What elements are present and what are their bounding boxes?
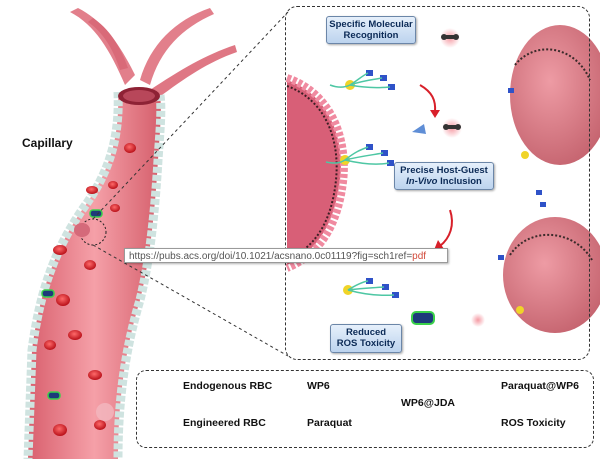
cell-membrane (285, 74, 348, 272)
arrow-recognition (419, 84, 437, 113)
engineered-rbc-right (503, 25, 600, 333)
url-tooltip[interactable]: https://pubs.acs.org/doi/10.1021/acsnano… (124, 248, 448, 263)
reduced-ros-box: Reduced ROS Toxicity (330, 324, 402, 353)
capillary-label: Capillary (22, 136, 73, 150)
legend-engineered-rbc: Engineered RBC (183, 417, 266, 429)
specific-recognition-box: Specific Molecular Recognition (326, 16, 416, 44)
host-guest-box: Precise Host-Guest In-Vivo Inclusion (394, 162, 494, 190)
in-vivo-italic: In-Vivo (406, 176, 438, 187)
legend-paraquat-wp6: Paraquat@WP6 (501, 380, 579, 392)
jda-tails (325, 72, 395, 297)
legend-wp6-jda: WP6@JDA (401, 397, 455, 409)
host-guest-line1: Precise Host-Guest (400, 165, 488, 176)
specific-recognition-line2: Recognition (343, 30, 399, 41)
specific-recognition-line1: Specific Molecular (329, 19, 413, 30)
wp6-blocks (366, 70, 546, 298)
legend-ros-toxicity: ROS Toxicity (501, 417, 566, 429)
reduced-ros-line1: Reduced (345, 327, 387, 338)
url-suffix: pdf (412, 251, 427, 262)
paraquat-molecules (411, 28, 485, 327)
legend-box: Endogenous RBC Engineered RBC WP6 Paraqu… (136, 370, 594, 448)
host-guest-line2: In-Vivo Inclusion (395, 176, 493, 187)
url-text: https://pubs.acs.org/doi/10.1021/acsnano… (129, 251, 413, 262)
zoom-line-top (92, 11, 289, 220)
legend-endogenous-rbc: Endogenous RBC (183, 380, 273, 392)
legend-paraquat: Paraquat (307, 417, 352, 429)
legend-wp6: WP6 (307, 380, 330, 392)
arrow-inclusion (439, 209, 453, 247)
inclusion-text: Inclusion (437, 176, 482, 187)
zoom-panel (285, 6, 590, 360)
reduced-ros-line2: ROS Toxicity (336, 338, 396, 349)
zoom-line-bottom (92, 244, 289, 357)
